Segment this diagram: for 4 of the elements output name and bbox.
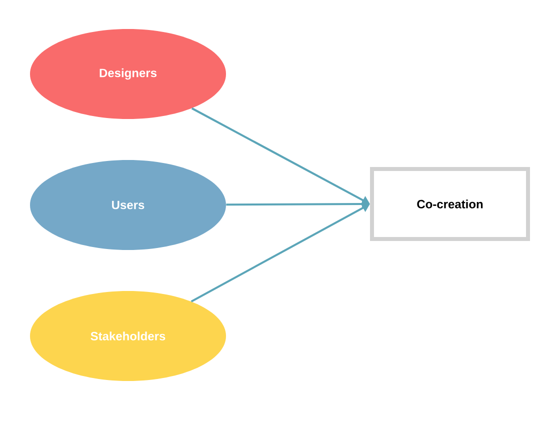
process-box: Co-creation xyxy=(370,167,530,241)
ellipse-node: Stakeholders xyxy=(30,291,226,381)
ellipse-node: Designers xyxy=(30,29,226,119)
ellipse-node: Users xyxy=(30,160,226,250)
